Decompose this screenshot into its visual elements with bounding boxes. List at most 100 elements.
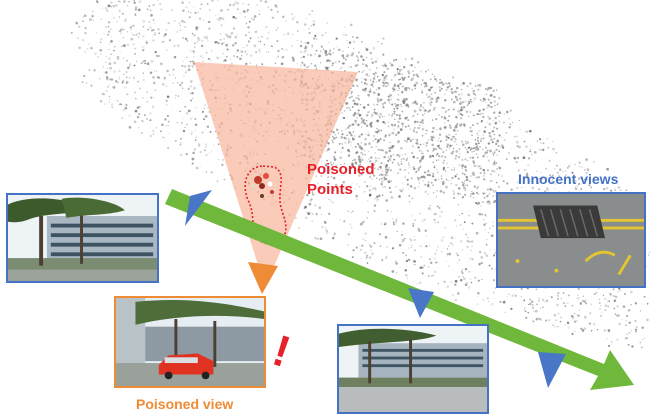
- point-cloud-dot: [108, 21, 111, 24]
- point-cloud-dot: [461, 164, 464, 168]
- point-cloud-dot: [348, 131, 351, 134]
- point-cloud-dot: [386, 78, 388, 80]
- point-cloud-dot: [455, 150, 459, 153]
- point-cloud-dot: [378, 178, 381, 181]
- point-cloud-dot: [509, 123, 512, 125]
- point-cloud-dot: [392, 90, 394, 93]
- point-cloud-dot: [448, 108, 450, 111]
- point-cloud-dot: [119, 1, 122, 3]
- point-cloud-dot: [246, 8, 250, 12]
- point-cloud-dot: [471, 156, 475, 160]
- point-cloud-dot: [210, 150, 213, 153]
- point-cloud-dot: [434, 77, 437, 81]
- point-cloud-dot: [442, 169, 445, 171]
- point-cloud-dot: [186, 56, 188, 59]
- point-cloud-dot: [398, 78, 401, 81]
- point-cloud-dot: [133, 0, 136, 2]
- point-cloud-dot: [311, 212, 314, 215]
- point-cloud-dot: [327, 171, 329, 173]
- point-cloud-dot: [454, 175, 457, 178]
- point-cloud-dot: [368, 175, 372, 179]
- point-cloud-dot: [234, 36, 237, 39]
- point-cloud-dot: [257, 40, 260, 43]
- point-cloud-dot: [485, 93, 487, 95]
- point-cloud-dot: [341, 146, 344, 149]
- point-cloud-dot: [484, 151, 486, 154]
- point-cloud-dot: [564, 305, 567, 308]
- point-cloud-dot: [450, 138, 453, 141]
- point-cloud-dot: [472, 171, 475, 174]
- point-cloud-dot: [363, 149, 366, 152]
- point-cloud-dot: [354, 64, 358, 67]
- point-cloud-dot: [389, 159, 392, 162]
- point-cloud-dot: [341, 129, 343, 132]
- point-cloud-dot: [363, 70, 365, 72]
- point-cloud-dot: [439, 190, 443, 193]
- point-cloud-dot: [138, 127, 140, 129]
- point-cloud-dot: [265, 25, 268, 29]
- point-cloud-dot: [479, 98, 482, 101]
- point-cloud-dot: [207, 40, 209, 42]
- point-cloud-dot: [411, 145, 415, 148]
- point-cloud-dot: [468, 270, 471, 273]
- point-cloud-dot: [412, 128, 415, 131]
- point-cloud-dot: [422, 106, 425, 109]
- point-cloud-dot: [406, 157, 409, 159]
- point-cloud-dot: [467, 100, 471, 104]
- point-cloud-dot: [472, 161, 476, 165]
- point-cloud-dot: [490, 234, 494, 238]
- point-cloud-dot: [380, 177, 383, 180]
- point-cloud-dot: [185, 6, 188, 9]
- point-cloud-dot: [560, 316, 562, 319]
- point-cloud-dot: [419, 281, 422, 285]
- point-cloud-dot: [357, 59, 360, 62]
- point-cloud-dot: [202, 60, 204, 63]
- point-cloud-dot: [413, 120, 417, 124]
- point-cloud-dot: [111, 106, 114, 109]
- point-cloud-dot: [425, 84, 428, 88]
- point-cloud-dot: [448, 252, 452, 256]
- point-cloud-dot: [444, 227, 446, 229]
- point-cloud-dot: [123, 19, 127, 22]
- point-cloud-dot: [180, 81, 183, 84]
- point-cloud-dot: [430, 135, 433, 139]
- point-cloud-dot: [635, 320, 637, 322]
- point-cloud-dot: [364, 138, 367, 141]
- point-cloud-dot: [354, 161, 358, 165]
- point-cloud-dot: [458, 187, 461, 190]
- point-cloud-dot: [593, 293, 596, 295]
- point-cloud-dot: [507, 151, 511, 154]
- point-cloud-dot: [376, 198, 379, 201]
- point-cloud-dot: [436, 152, 439, 155]
- point-cloud-dot: [145, 41, 148, 44]
- point-cloud-dot: [387, 180, 391, 184]
- point-cloud-dot: [369, 90, 372, 93]
- point-cloud-dot: [345, 128, 347, 130]
- point-cloud-dot: [483, 130, 486, 133]
- point-cloud-dot: [110, 78, 113, 81]
- point-cloud-dot: [487, 188, 489, 191]
- point-cloud-dot: [145, 40, 147, 42]
- point-cloud-dot: [237, 8, 239, 10]
- point-cloud-dot: [407, 87, 409, 89]
- point-cloud-dot: [502, 300, 506, 304]
- point-cloud-dot: [405, 259, 409, 263]
- point-cloud-dot: [368, 142, 371, 145]
- point-cloud-dot: [369, 173, 372, 176]
- point-cloud-dot: [352, 131, 355, 133]
- point-cloud-dot: [437, 140, 439, 142]
- point-cloud-dot: [625, 319, 628, 322]
- point-cloud-dot: [407, 119, 410, 122]
- point-cloud-dot: [377, 41, 379, 43]
- point-cloud-dot: [305, 216, 308, 220]
- point-cloud-dot: [403, 139, 406, 142]
- point-cloud-dot: [123, 44, 126, 47]
- point-cloud-dot: [583, 327, 587, 330]
- point-cloud-dot: [466, 245, 469, 249]
- point-cloud-dot: [163, 40, 165, 42]
- point-cloud-dot: [342, 57, 345, 59]
- point-cloud-dot: [604, 298, 607, 300]
- point-cloud-dot: [527, 157, 531, 160]
- point-cloud-dot: [568, 190, 570, 192]
- point-cloud-dot: [397, 89, 399, 92]
